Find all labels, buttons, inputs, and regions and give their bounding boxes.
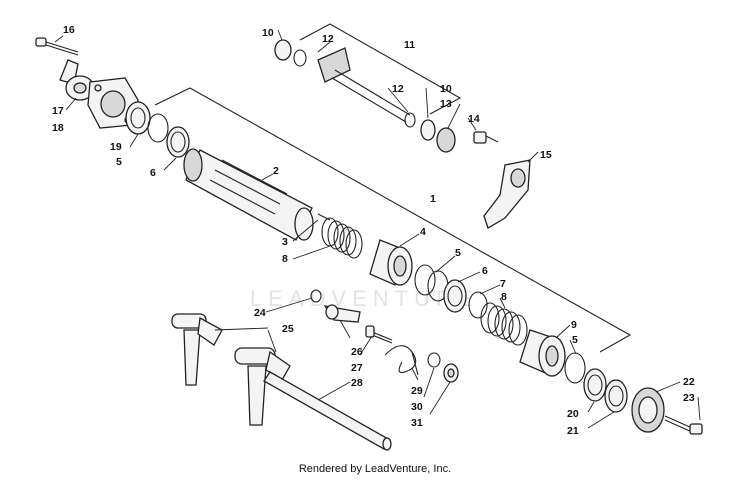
bolt-part [35,37,79,56]
shift-arm-part [483,159,531,229]
callout-12-mid: 12 [392,83,404,95]
callout-25: 25 [282,323,294,335]
bolt-14-part [473,131,499,144]
callout-8-right: 8 [501,291,507,303]
spring-8-right-part [480,302,528,346]
stopper-arm-part [323,304,361,323]
footer-credit: Rendered by LeadVenture, Inc. [298,463,452,475]
callout-19: 19 [110,141,122,153]
callout-29: 29 [411,385,423,397]
shift-drum-part [183,148,314,241]
nut-31-part [443,363,459,383]
shift-fork-left-part [171,313,223,386]
callout-30: 30 [411,401,423,413]
callout-8-left: 8 [282,253,288,265]
callout-18: 18 [52,122,64,134]
pin-3-part [317,213,331,221]
ring-7-part [468,291,488,319]
callout-5-left: 5 [116,156,122,168]
bolt-27-part [365,325,393,344]
callout-13: 13 [440,98,452,110]
callout-10-right: 10 [440,83,452,95]
callout-31: 31 [411,417,423,429]
callout-15: 15 [540,149,552,161]
ring-24-part [310,289,322,303]
collar-9-part [519,329,566,377]
washer-21-part [604,379,628,413]
spring-8-left-part [321,217,363,259]
callout-12-top: 12 [322,33,334,45]
assembly-bracket-1 [154,87,632,353]
watermark: LEADVENTURE [250,286,479,311]
callout-11: 11 [404,39,415,51]
leader-lines [54,29,701,429]
fork-shaft-part [263,371,392,451]
callout-4: 4 [420,226,426,238]
assembly-bracket-11 [299,23,462,115]
callout-7: 7 [500,278,506,290]
washer-6-mid-part [443,279,467,313]
callout-5-mid: 5 [455,247,461,259]
callout-labels: 1 2 3 4 5 5 5 6 6 6 7 8 8 9 10 10 11 12 … [52,24,695,437]
star-gear-part [631,387,665,433]
snap-ring-5-right-part [564,352,586,384]
callout-6-left: 6 [150,167,156,179]
callout-23: 23 [683,392,695,404]
callout-3: 3 [282,236,288,248]
collar-4-part [369,239,413,286]
callout-26: 26 [351,346,363,358]
washer-20-part [583,368,607,402]
return-spring-part [384,345,419,376]
shift-shaft-part [274,39,456,153]
callout-1: 1 [430,193,436,205]
callout-20: 20 [567,408,579,420]
callout-28: 28 [351,377,363,389]
callout-24: 24 [254,307,266,319]
washer-30-part [427,352,441,368]
washer-6-part [166,126,190,158]
callout-22: 22 [683,376,695,388]
callout-17: 17 [52,105,64,117]
callout-21: 21 [567,425,579,437]
snap-ring-5-part [147,113,169,143]
callout-14: 14 [468,113,480,125]
washer-19-part [125,101,151,135]
callout-2: 2 [273,165,279,177]
callout-6-mid: 6 [482,265,488,277]
callout-27: 27 [351,362,363,374]
callout-5-right: 5 [572,334,578,346]
bolt-23-part [664,415,703,435]
callout-9: 9 [571,319,577,331]
callout-10-top: 10 [262,27,274,39]
callout-16: 16 [63,24,75,36]
